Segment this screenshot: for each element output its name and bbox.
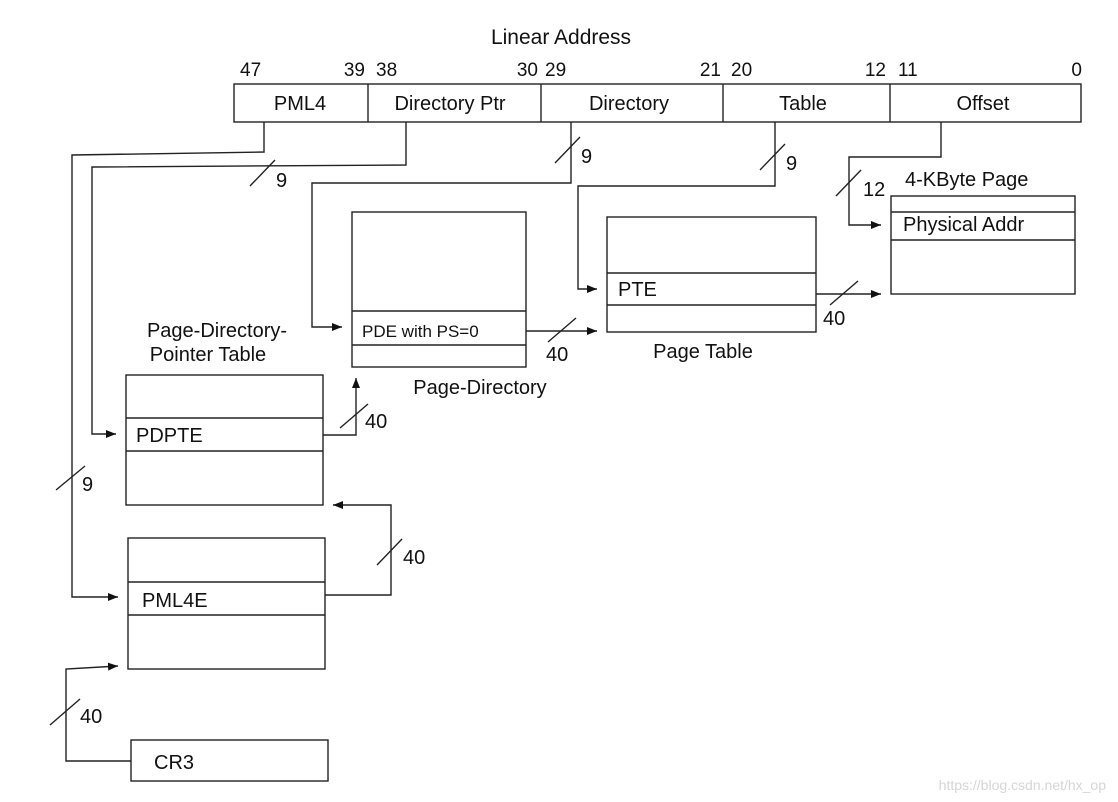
page-directory-frame — [351, 211, 527, 368]
pdpt-title-line1: Page-Directory- — [147, 320, 287, 342]
linear-address-bar — [233, 83, 1082, 123]
bit-width-tick — [547, 317, 577, 343]
bit-width-tick — [376, 538, 403, 566]
width-label-table-index: 9 — [786, 153, 797, 175]
page-frame — [890, 195, 1076, 295]
pdpt-frame — [125, 374, 324, 506]
bit-label-29: 29 — [545, 60, 566, 81]
bit-width-tick — [249, 159, 276, 187]
field-table: Table — [779, 93, 827, 115]
pml4e-to-pdpt-arrow — [325, 501, 392, 596]
page-table-frame — [606, 216, 817, 333]
page-directory — [351, 211, 527, 368]
pdpte-label: PDPTE — [136, 425, 203, 447]
pml4e-label: PML4E — [142, 590, 208, 612]
pde-label: PDE with PS=0 — [362, 322, 479, 341]
field-pml4: PML4 — [274, 93, 326, 115]
pdpt-table — [125, 374, 324, 506]
page-table — [606, 216, 817, 333]
watermark: https://blog.csdn.net/hx_op — [939, 777, 1107, 793]
width-label-pdpte: 40 — [365, 411, 387, 433]
bit-width-tick — [835, 169, 862, 197]
bit-label-30: 30 — [517, 60, 538, 81]
bit-label-11: 11 — [898, 60, 918, 81]
cr3-arrow — [65, 662, 131, 762]
page-4kb — [890, 195, 1076, 295]
pdpt-title-line2: Pointer Table — [150, 344, 266, 366]
width-label-offset: 12 — [863, 179, 885, 201]
bit-label-39: 39 — [344, 60, 365, 81]
table-index-arrow — [577, 122, 776, 293]
pml4-table — [127, 537, 326, 670]
linear-address-frame — [233, 83, 1082, 123]
width-label-dirptr-index: 9 — [581, 146, 592, 168]
width-label-pde: 40 — [546, 344, 568, 366]
page-title: 4-KByte Page — [905, 169, 1028, 191]
dirptr-index-arrow — [91, 122, 407, 438]
linear-address-title: Linear Address — [491, 26, 631, 49]
field-directory: Directory — [589, 93, 669, 115]
dir-index-arrow — [311, 122, 572, 331]
bit-width-tick — [759, 143, 786, 171]
bit-label-20: 20 — [731, 60, 752, 81]
width-label-cr3: 40 — [80, 706, 102, 728]
bit-label-47: 47 — [240, 60, 261, 81]
field-offset: Offset — [957, 93, 1010, 115]
width-label-pml4-sel: 9 — [82, 474, 93, 496]
width-label-pml4-index: 9 — [276, 170, 287, 192]
bit-label-38: 38 — [376, 60, 397, 81]
bit-width-tick — [55, 465, 86, 491]
physical-addr-label: Physical Addr — [903, 214, 1025, 236]
cr3-label: CR3 — [154, 752, 194, 774]
bit-width-tick — [49, 698, 81, 726]
width-label-pte: 40 — [823, 308, 845, 330]
pte-label: PTE — [618, 279, 657, 301]
bit-label-12: 12 — [865, 60, 886, 81]
bit-label-0: 0 — [1071, 60, 1082, 81]
bit-width-tick — [829, 280, 859, 306]
pml4-frame — [127, 537, 326, 670]
page-directory-title: Page-Directory — [413, 377, 546, 399]
offset-arrow — [848, 122, 942, 229]
pml4-index-arrow — [71, 122, 265, 601]
pdpte-to-pd-arrow — [323, 378, 360, 436]
bit-label-21: 21 — [700, 60, 721, 81]
page-table-title: Page Table — [653, 341, 753, 363]
bit-width-tick — [339, 403, 369, 429]
bit-width-tick — [554, 136, 581, 164]
field-directory-ptr: Directory Ptr — [394, 93, 505, 115]
width-label-pml4e: 40 — [403, 547, 425, 569]
